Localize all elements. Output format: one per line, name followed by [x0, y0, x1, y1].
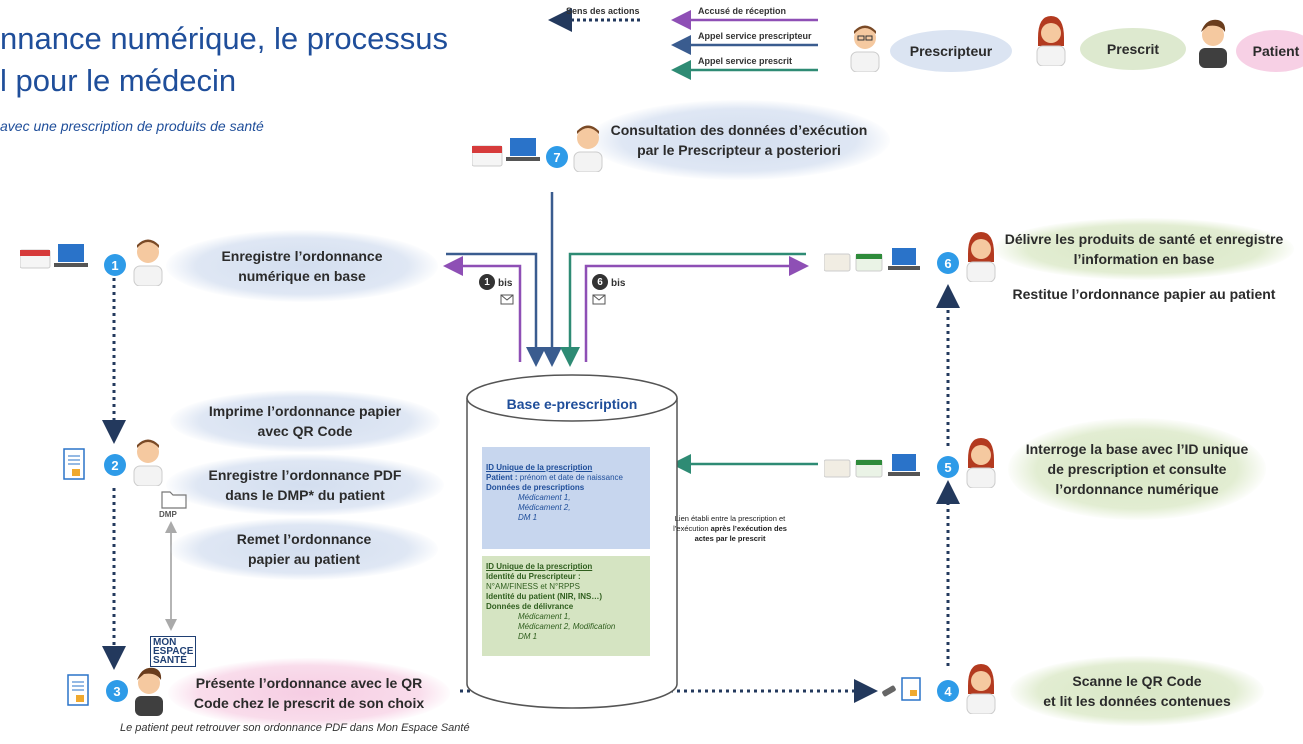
step1-doctor-avatar: [133, 239, 163, 286]
arrow-step1-prescripteur: [446, 252, 546, 367]
db-delivery-box: ID Unique de la prescription Identité du…: [482, 556, 650, 656]
step4-scanner-icon: [882, 677, 921, 701]
legend-direction-label: Sens des actions: [566, 6, 640, 16]
arrow-step1-accuse: [443, 256, 522, 362]
step6-cards-laptop-icon: [824, 248, 920, 272]
arrow-step6-accuse: [584, 256, 809, 362]
legend-role-prescripteur: Prescripteur: [890, 30, 1012, 72]
step1-number: 1: [104, 254, 126, 276]
database-title: Base e-prescription: [506, 396, 638, 412]
step7-doctor-avatar: [573, 125, 603, 172]
step2-prescription-doc-icon: [63, 448, 85, 480]
db-link-note: Lien établi entre la prescription et l’e…: [673, 514, 787, 543]
legend-accuse-label: Accusé de réception: [698, 6, 787, 16]
prescrit-avatar: [1036, 16, 1066, 66]
step3-number: 3: [106, 680, 128, 702]
page-subtitle: avec une prescription de produits de san…: [0, 118, 264, 134]
step4-pharmacist-avatar: [966, 664, 996, 714]
legend-prescrit-label: Appel service prescrit: [698, 56, 793, 66]
title-line-2: l pour le médecin: [0, 63, 237, 98]
patient-avatar: [1199, 19, 1227, 68]
step7-number: 7: [546, 146, 568, 168]
db-prescription-box: ID Unique de la prescription Patient : p…: [482, 447, 650, 549]
step4-number: 4: [937, 680, 959, 702]
step7-card-laptop-icon: [472, 138, 540, 167]
bis-six-mail-icon: [592, 294, 606, 305]
step6-number: 6: [937, 252, 959, 274]
step3-prescription-doc-icon: [67, 674, 89, 706]
prescripteur-avatar: [850, 25, 880, 72]
step3-patient-avatar: [135, 667, 163, 716]
step2-number: 2: [104, 454, 126, 476]
bis-one-number: 1: [479, 274, 495, 290]
step5-pharmacist-avatar: [966, 438, 996, 488]
bis-one-mail-icon: [500, 294, 514, 305]
step6-text: Délivre les produits de santé et enregis…: [994, 218, 1294, 280]
dmp-folder-icon: [161, 491, 187, 509]
step5-number: 5: [937, 456, 959, 478]
step2-doctor-avatar: [133, 439, 163, 486]
step5-cards-laptop-icon: [824, 454, 920, 478]
step6-extra-text: Restitue l’ordonnance papier au patient: [1012, 286, 1276, 302]
bis-six-number: 6: [592, 274, 608, 290]
step1-card-laptop-icon: [20, 244, 88, 269]
bis-six-label: bis: [611, 278, 626, 289]
legend-role-patient: Patient: [1236, 30, 1303, 72]
dmp-label: DMP: [159, 510, 177, 519]
page-title: nnance numérique, le processus l pour le…: [0, 18, 448, 102]
legend-prescripteur-label: Appel service prescripteur: [698, 31, 812, 41]
arrow-step6-prescrit: [560, 252, 806, 367]
bis-one-label: bis: [498, 278, 513, 289]
legend-role-prescrit: Prescrit: [1080, 28, 1186, 70]
step6-pharmacist-avatar: [966, 232, 996, 282]
footer-note: Le patient peut retrouver son ordonnance…: [120, 722, 470, 734]
title-line-1: nnance numérique, le processus: [0, 21, 449, 56]
